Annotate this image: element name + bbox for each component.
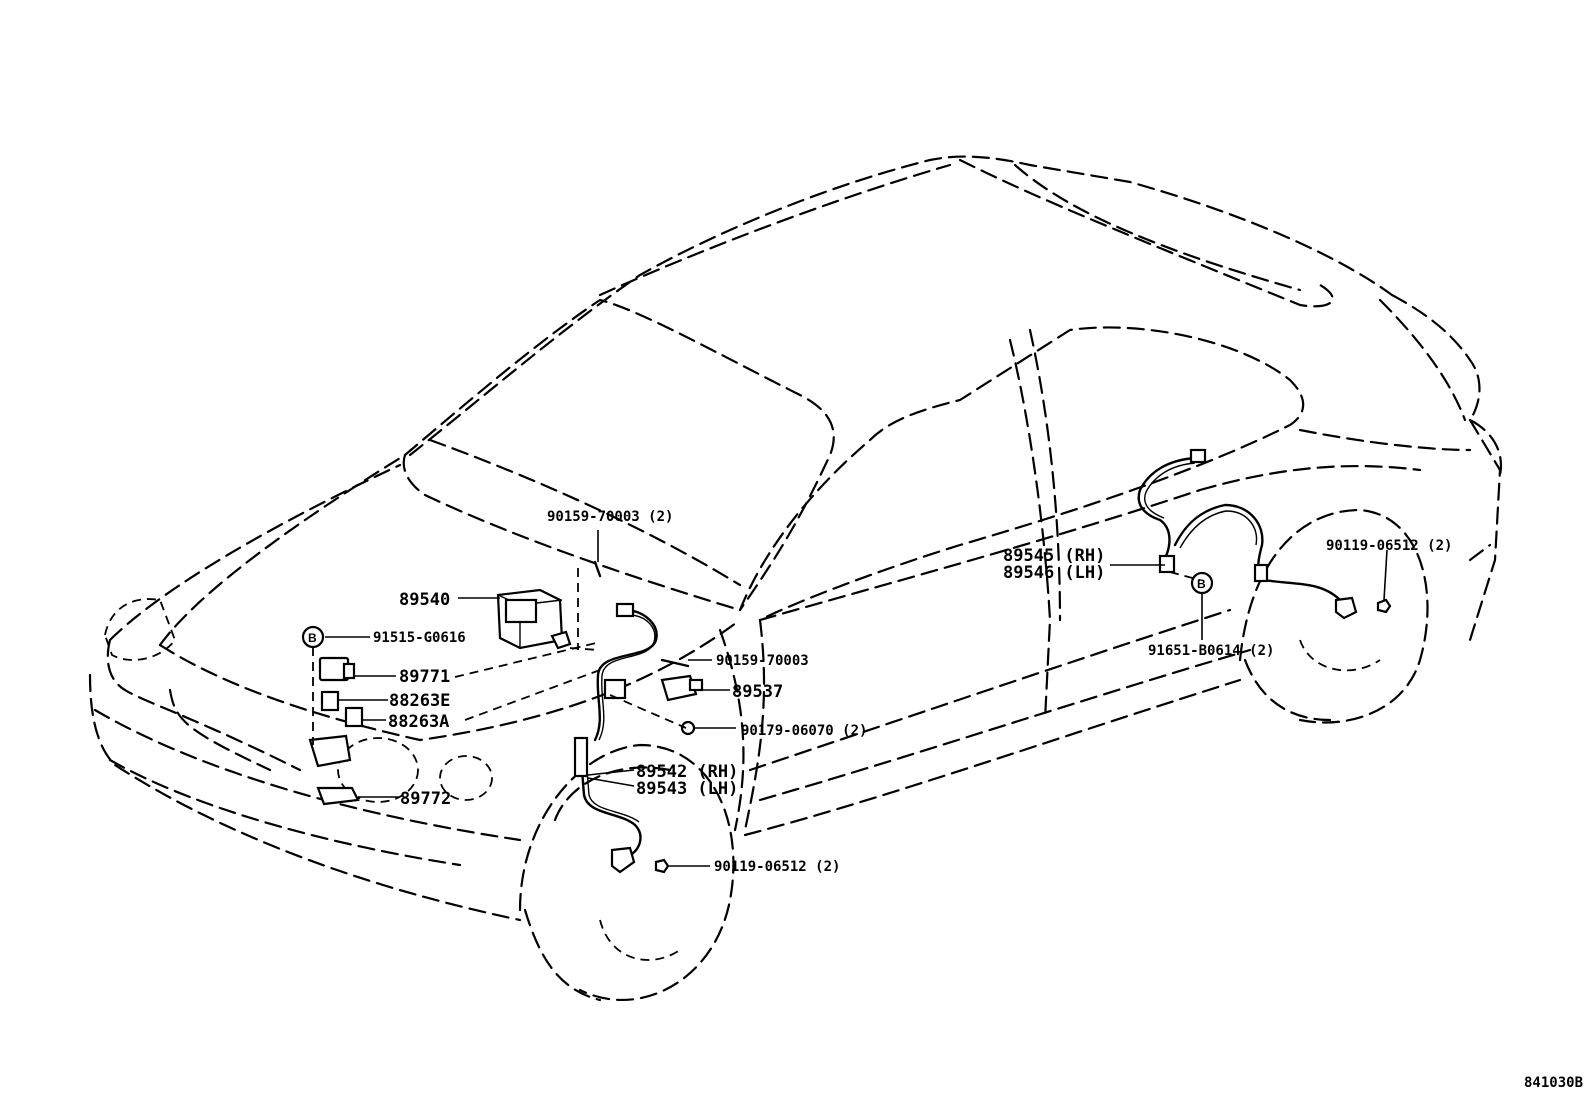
rear-abs-sensor-wire [1137,448,1392,620]
label-89771: 89771 [399,667,450,687]
label-90159-70003: 90159-70003 [716,653,809,669]
89537-bracket-clip [603,678,627,700]
ecu-connector-face [504,598,538,624]
abs-ecu-and-relays: B B [301,530,1214,806]
label-91651-b0614-2: 91651-B0614 (2) [1148,643,1274,659]
rear-sensor-clip [1253,563,1269,583]
callout-b-front-letter: B [308,631,317,645]
label-89772: 89772 [400,789,451,809]
car-body-outline [88,155,1503,1002]
leader-lines [312,564,1203,867]
rear-sensor-connector [1189,448,1207,464]
label-90119-06512-2-rear: 90119-06512 (2) [1326,538,1452,554]
label-89542-rh: 89542 (RH) [636,762,738,782]
rear-sensor-bolt [1376,598,1392,614]
relay-88263e [320,690,340,712]
bracket-89537 [660,674,698,702]
front-sensor-head [610,846,636,874]
label-90119-06512-2-front: 90119-06512 (2) [714,859,840,875]
label-88263a: 88263A [388,712,449,732]
front-sensor-connector [615,602,635,618]
front-abs-sensor-wire [573,602,670,874]
label-91515-g0616: 91515-G0616 [373,630,466,646]
89545-89546-rear-sensor-bracket [1158,554,1176,574]
89542-89543-front-sensor [573,736,589,778]
label-89546-lh: 89546 (LH) [1003,563,1105,583]
label-90179-06070-2: 90179-06070 (2) [741,723,867,739]
relay-89772 [316,786,360,806]
callout-b-rear-letter: B [1197,577,1206,591]
label-89537: 89537 [732,682,783,702]
bracket-89537-tab [688,678,704,692]
diagram-code: 841030B [1524,1075,1583,1091]
relay-88263a [344,706,364,728]
label-89540: 89540 [399,590,450,610]
part-labels: 90159-70003 (2) 89540 91515-G0616 89771 … [373,509,1583,1091]
rear-sensor-head [1334,596,1358,620]
relay-89771-tab [342,662,356,680]
label-89545-rh: 89545 (RH) [1003,546,1105,566]
label-90159-70003-2: 90159-70003 (2) [547,509,673,525]
label-88263e: 88263E [389,691,450,711]
label-89543-lh: 89543 (LH) [636,779,738,799]
ecu-mount-bracket [550,630,572,650]
relay-box [308,734,352,768]
front-sensor-bolt [654,858,670,874]
